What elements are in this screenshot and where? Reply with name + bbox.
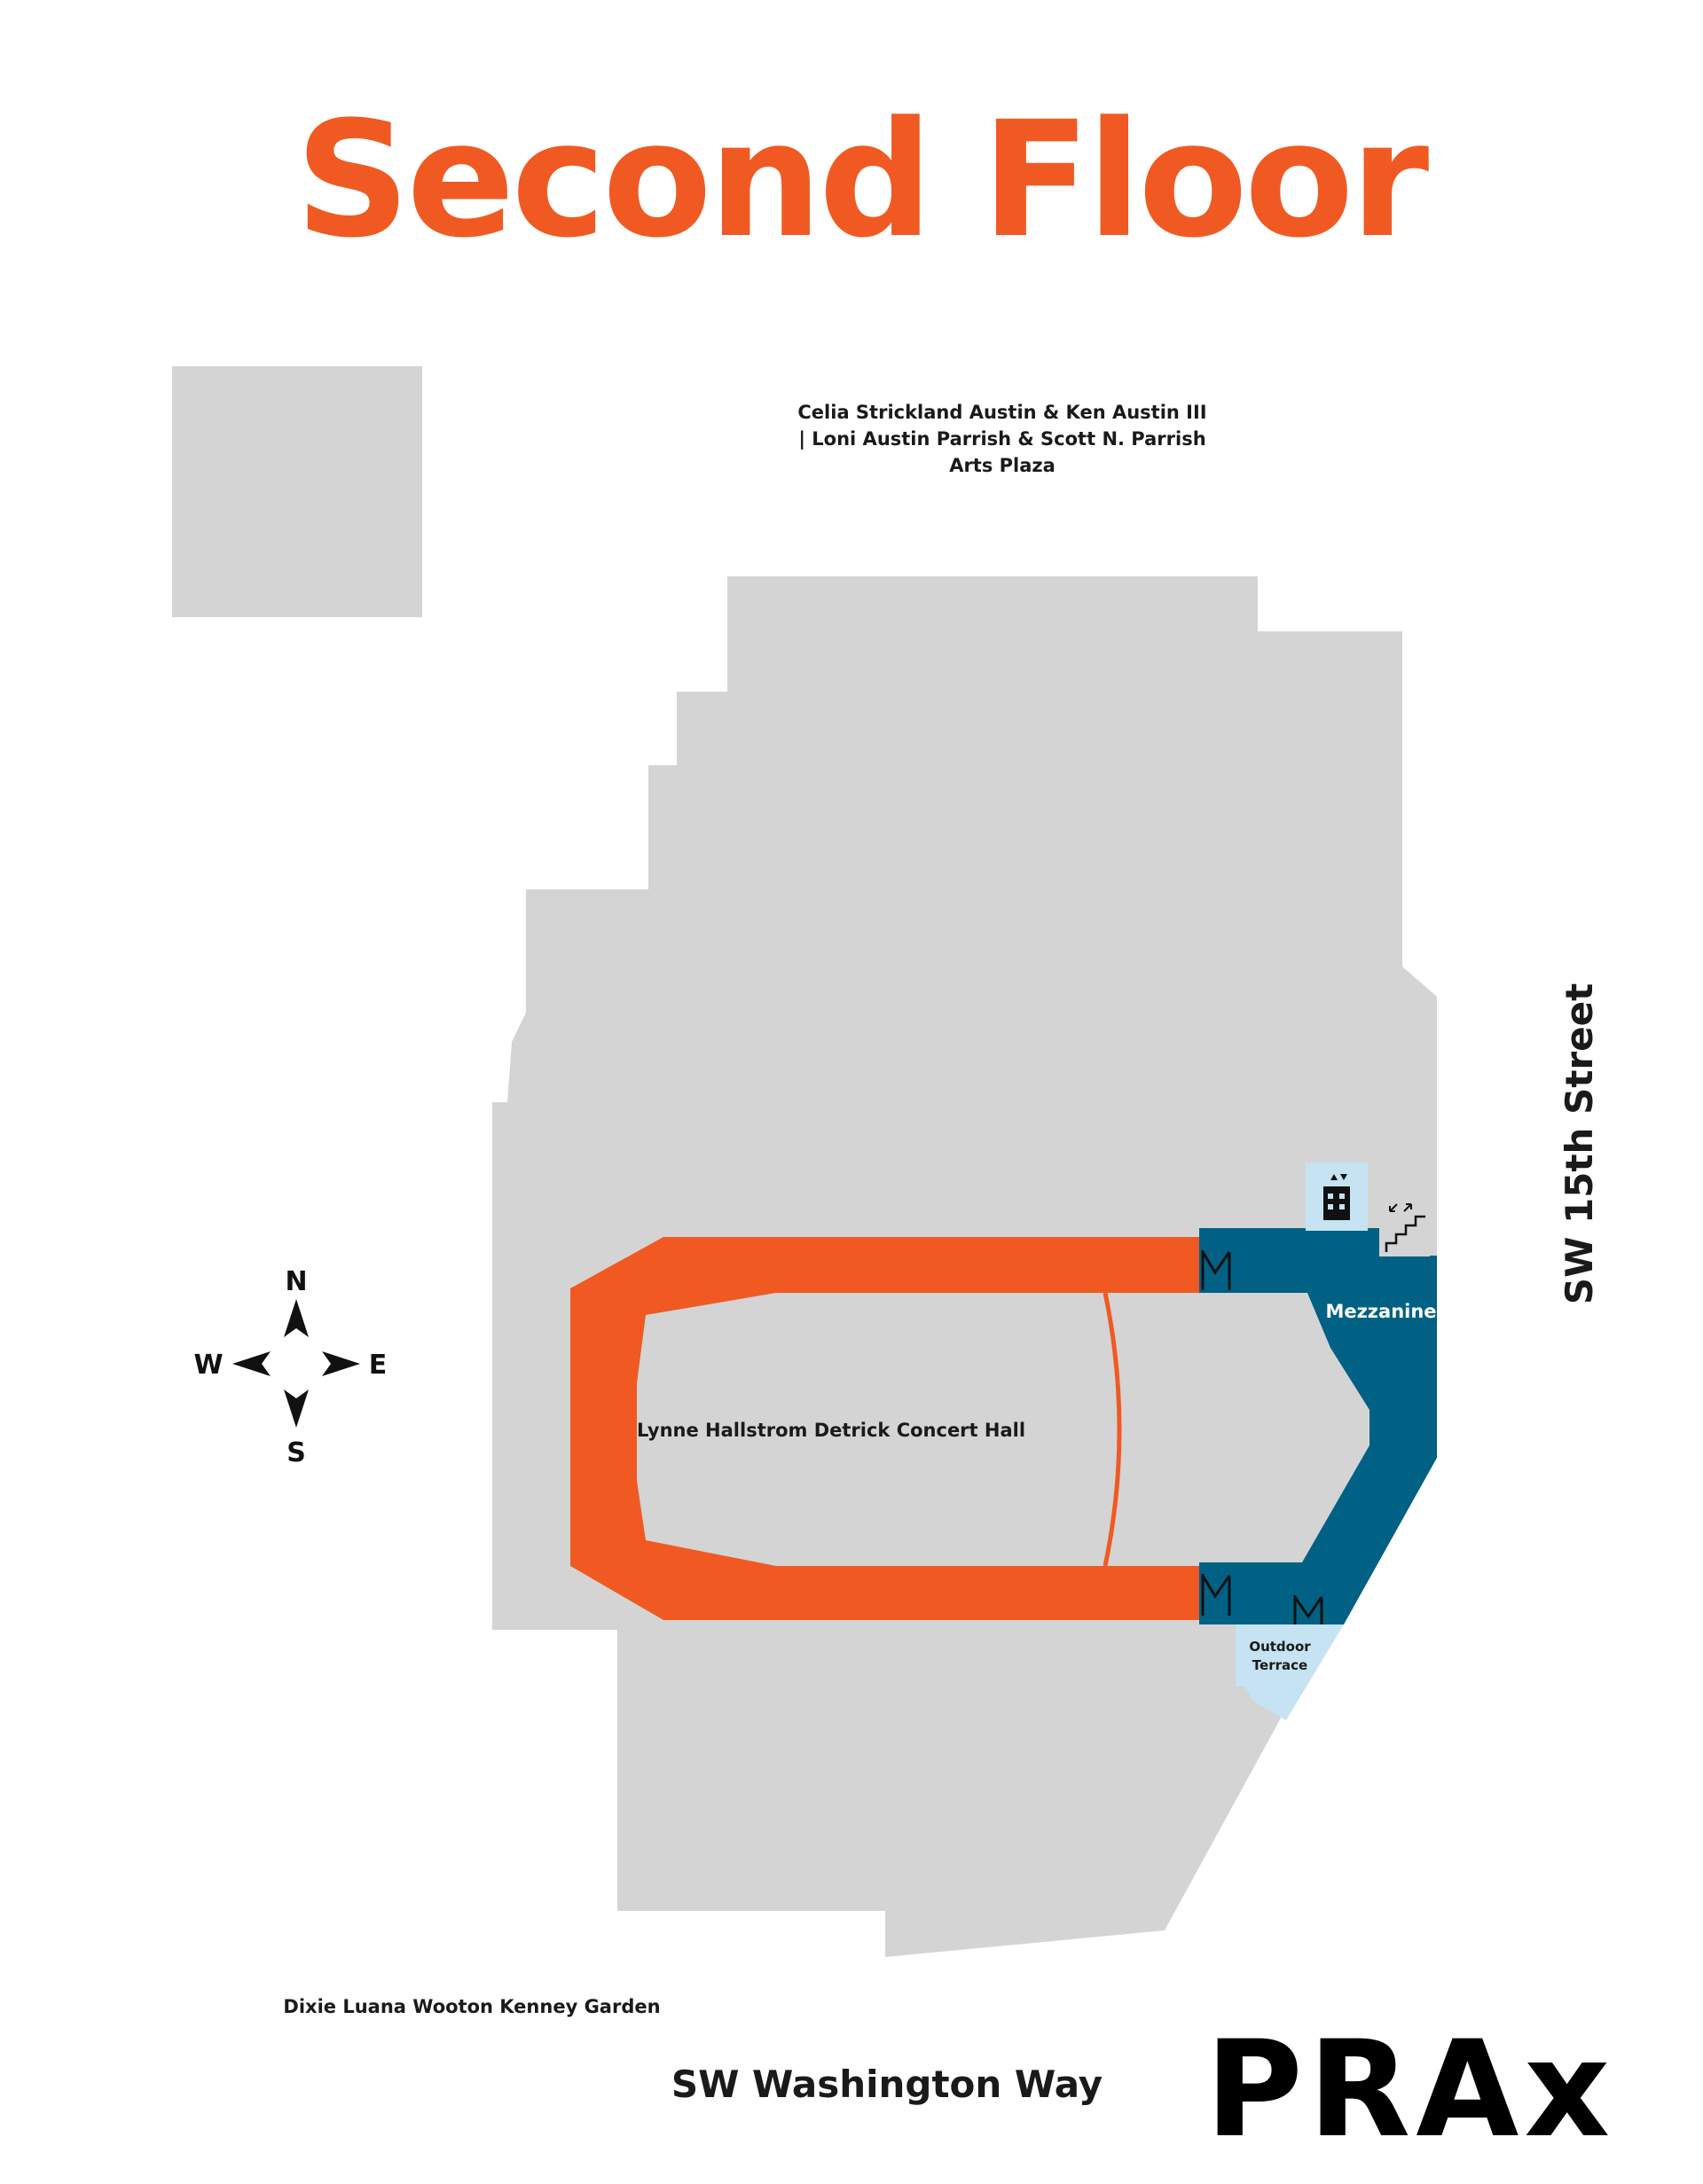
compass-n-label: N xyxy=(285,1266,307,1297)
compass-s-label: S xyxy=(286,1437,306,1468)
compass-south-arrow xyxy=(284,1389,309,1428)
terrace-label-line-1: Outdoor xyxy=(1249,1639,1311,1655)
compass-w-label: W xyxy=(193,1350,223,1381)
compass-east-arrow xyxy=(322,1351,360,1376)
plaza-label-line-1: Celia Strickland Austin & Ken Austin III xyxy=(797,402,1206,423)
compass-e-label: E xyxy=(369,1350,388,1381)
plaza-label-line-2: | Loni Austin Parrish & Scott N. Parrish xyxy=(798,428,1205,450)
adjacent-building xyxy=(172,366,422,617)
concert-hall-label: Lynne Hallstrom Detrick Concert Hall xyxy=(637,1420,1025,1441)
stage-arc xyxy=(1103,1292,1122,1567)
door-icon xyxy=(1293,1595,1323,1624)
compass-west-arrow xyxy=(232,1351,271,1376)
plaza-label-line-3: Arts Plaza xyxy=(949,455,1056,476)
street-south-label: SW Washington Way xyxy=(671,2063,1103,2106)
concert-hall-aisle xyxy=(570,1237,1199,1620)
page-title: Second Floor xyxy=(295,88,1430,273)
compass-north-arrow xyxy=(284,1299,309,1337)
outdoor-terrace xyxy=(1236,1624,1344,1720)
street-east-label: SW 15th Street xyxy=(1558,983,1601,1304)
mezzanine-area xyxy=(1199,1228,1437,1624)
compass-rose: N S W E xyxy=(193,1266,387,1468)
door-icon xyxy=(1201,1574,1231,1616)
garden-label: Dixie Luana Wooton Kenney Garden xyxy=(283,1996,660,2017)
door-icon xyxy=(1201,1250,1231,1290)
elevator-icon xyxy=(1306,1162,1368,1231)
prax-logo: PRAx xyxy=(1205,2013,1615,2167)
mezzanine-label: Mezzanine xyxy=(1325,1301,1436,1322)
stairs-icon xyxy=(1379,1203,1430,1256)
terrace-label-line-2: Terrace xyxy=(1252,1657,1307,1673)
